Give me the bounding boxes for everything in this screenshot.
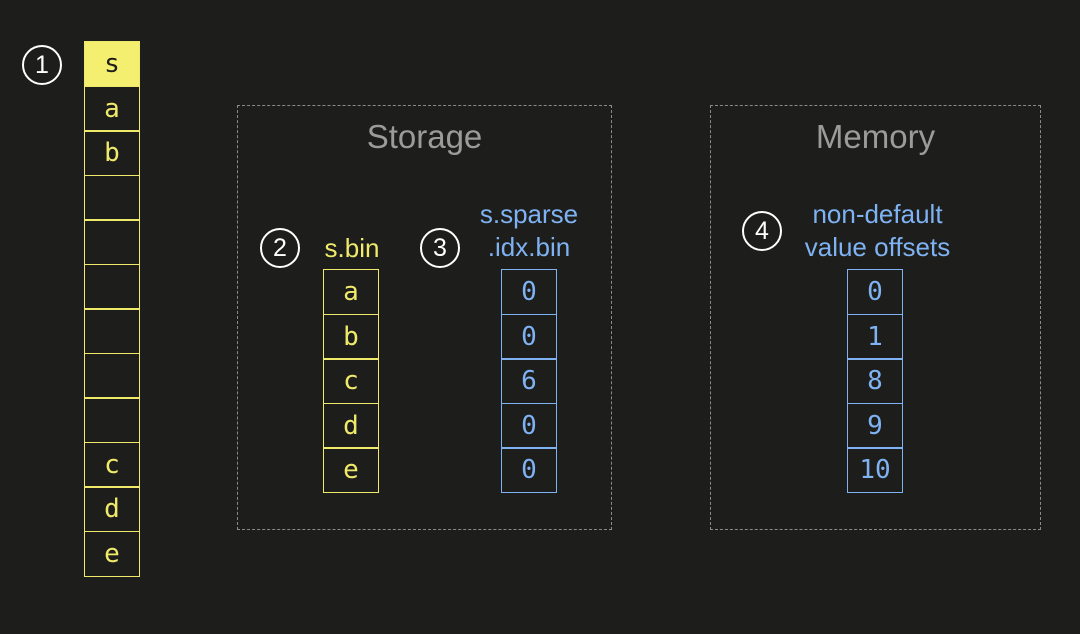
sparse-idx-cell: 6 bbox=[501, 358, 557, 404]
step-3-marker: 3 bbox=[420, 228, 460, 268]
offset-cell: 8 bbox=[847, 358, 903, 404]
offset-cell: 0 bbox=[847, 269, 903, 315]
s-bin-cell: d bbox=[323, 402, 379, 449]
memory-panel: Memory bbox=[710, 105, 1041, 530]
offset-cell: 9 bbox=[847, 402, 903, 449]
s-bin-cell: e bbox=[323, 447, 379, 493]
sparse-column: s a b c d e bbox=[84, 41, 140, 577]
offsets-label-line2: value offsets bbox=[804, 232, 951, 262]
column-cell: b bbox=[84, 130, 140, 176]
step-1-marker: 1 bbox=[22, 45, 62, 85]
sparse-idx-cell: 0 bbox=[501, 447, 557, 493]
column-cell: a bbox=[84, 85, 140, 132]
sparse-idx-label-line2: .idx.bin bbox=[487, 232, 571, 262]
offset-cell: 10 bbox=[847, 447, 903, 493]
column-cell: c bbox=[84, 441, 140, 488]
s-bin-cell: a bbox=[323, 269, 379, 315]
s-bin-cell: b bbox=[323, 313, 379, 360]
sparse-idx-label-line1: s.sparse bbox=[479, 199, 579, 229]
s-bin-cell: c bbox=[323, 358, 379, 404]
column-cell: e bbox=[84, 530, 140, 577]
s-bin-label: s.bin bbox=[324, 233, 380, 263]
column-cell bbox=[84, 219, 140, 265]
storage-panel: Storage bbox=[237, 105, 612, 530]
offsets-label-line1: non-default bbox=[812, 199, 943, 229]
storage-title: Storage bbox=[366, 118, 483, 155]
column-cell: s bbox=[84, 41, 140, 87]
step-2-marker: 2 bbox=[260, 228, 300, 268]
column-cell bbox=[84, 174, 140, 221]
sparse-idx-cell: 0 bbox=[501, 313, 557, 360]
s-bin-column: a b c d e bbox=[323, 269, 379, 493]
sparse-idx-column: 0 0 6 0 0 bbox=[501, 269, 557, 493]
offsets-column: 0 1 8 9 10 bbox=[847, 269, 903, 493]
column-cell bbox=[84, 308, 140, 354]
column-cell bbox=[84, 263, 140, 310]
memory-title: Memory bbox=[815, 118, 936, 155]
sparse-idx-cell: 0 bbox=[501, 269, 557, 315]
column-cell bbox=[84, 397, 140, 443]
sparse-idx-cell: 0 bbox=[501, 402, 557, 449]
step-4-marker: 4 bbox=[742, 211, 782, 251]
column-cell bbox=[84, 352, 140, 399]
offset-cell: 1 bbox=[847, 313, 903, 360]
column-cell: d bbox=[84, 486, 140, 532]
